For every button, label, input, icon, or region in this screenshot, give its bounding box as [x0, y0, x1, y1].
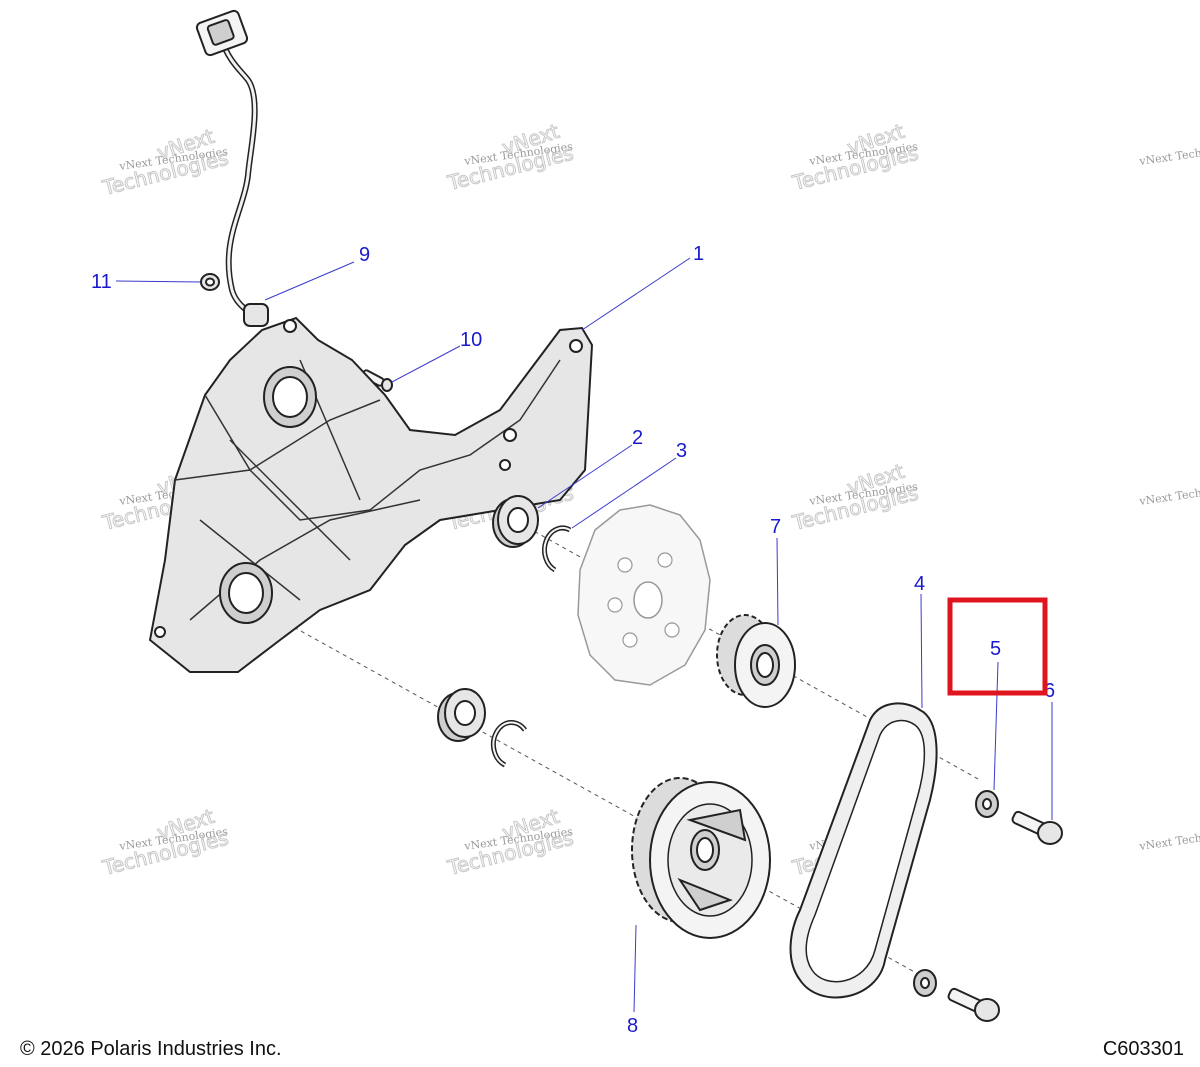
callouts: 1 2 3 4 5 6 7 8 9 10 11 [91, 243, 1055, 1037]
callout-5[interactable]: 5 [990, 638, 1001, 660]
callout-2[interactable]: 2 [632, 427, 643, 449]
watermark-text: vNext Technologies [1138, 825, 1200, 853]
highlight-box [947, 597, 1048, 696]
watermark: vNext vNext Technologies Technologies [99, 803, 231, 880]
lower-snap-ring [490, 719, 528, 768]
watermark: vNext vNext Technologies Technologies [444, 803, 576, 880]
upper-snap-ring [542, 525, 572, 573]
watermark: vNext Technologies [1138, 140, 1200, 168]
bolt-lower [947, 987, 1000, 1022]
leader-lines [115, 257, 1053, 1013]
hex-nut [200, 273, 220, 291]
callout-6[interactable]: 6 [1044, 680, 1055, 702]
callout-4[interactable]: 4 [914, 573, 925, 595]
watermark: vNext vNext Technologies Technologies [444, 118, 576, 195]
lower-sprocket [631, 777, 771, 939]
washer-lower [913, 969, 937, 997]
callout-11[interactable]: 11 [91, 271, 112, 293]
drawing-id: C603301 [1102, 1038, 1184, 1060]
drive-belt [789, 702, 938, 999]
lower-bearing [437, 688, 486, 742]
watermark: vNext vNext Technologies Technologies [789, 118, 921, 195]
watermark: vNext Technologies [1138, 480, 1200, 508]
brake-disc [577, 504, 711, 686]
callout-8[interactable]: 8 [627, 1015, 638, 1037]
chaincase-housing [148, 316, 594, 673]
bolt-upper [1011, 810, 1063, 845]
callout-9[interactable]: 9 [359, 244, 370, 266]
watermark-text: vNext Technologies [1138, 480, 1200, 508]
watermark-text: vNext Technologies [1138, 140, 1200, 168]
callout-1[interactable]: 1 [693, 243, 704, 265]
speed-sensor-harness [195, 9, 269, 327]
callout-3[interactable]: 3 [676, 440, 687, 462]
callout-7[interactable]: 7 [770, 516, 781, 538]
watermark: vNext Technologies [1138, 825, 1200, 853]
upper-sprocket [716, 614, 796, 708]
washer-upper [975, 790, 999, 818]
watermark: vNext vNext Technologies Technologies [99, 123, 231, 200]
copyright-text: © 2026 Polaris Industries Inc. [20, 1038, 282, 1060]
upper-bearing [492, 495, 539, 548]
watermark: vNext vNext Technologies Technologies [789, 458, 921, 535]
sensor-head [243, 303, 269, 327]
callout-10[interactable]: 10 [460, 329, 482, 351]
